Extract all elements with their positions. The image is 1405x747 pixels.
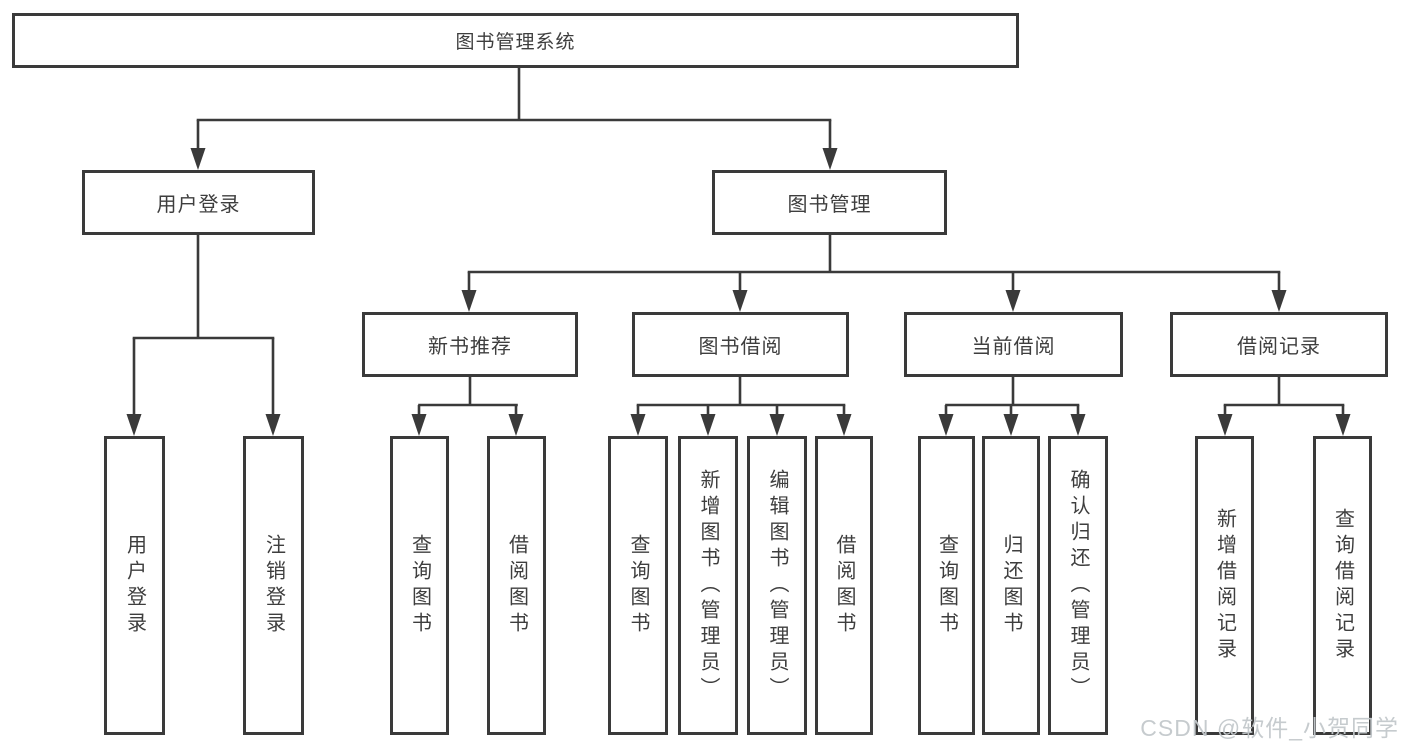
- leaf-logout: 注销登录: [243, 436, 304, 735]
- node-new-book-recommend: 新书推荐: [362, 312, 578, 377]
- node-current-borrowing: 当前借阅: [904, 312, 1123, 377]
- leaf-logout-label: 注销登录: [262, 533, 285, 638]
- node-book-management-label: 图书管理: [787, 194, 872, 216]
- leaf-borrow-query-books-label: 查询图书: [627, 533, 649, 638]
- node-current-borrowing-label: 当前借阅: [971, 336, 1056, 358]
- node-borrow-records-label: 借阅记录: [1237, 336, 1321, 358]
- leaf-add-borrow-record: 新增借阅记录: [1195, 436, 1254, 735]
- connector-root-to-level2: [190, 68, 838, 170]
- leaf-newrec-query-books: 查询图书: [390, 436, 449, 735]
- node-library-system: 图书管理系统: [12, 13, 1019, 68]
- connector-user-login-to-leaves: [126, 235, 281, 436]
- leaf-add-books-admin-label: 新增图书（管理员）: [697, 468, 719, 703]
- leaf-add-borrow-record-label: 新增借阅记录: [1213, 507, 1236, 664]
- leaf-query-borrow-record-label: 查询借阅记录: [1331, 507, 1354, 664]
- leaf-user-login: 用户登录: [104, 436, 165, 735]
- node-book-borrowing: 图书借阅: [632, 312, 849, 377]
- node-borrow-records: 借阅记录: [1170, 312, 1388, 377]
- leaf-edit-books-admin-label: 编辑图书（管理员）: [766, 468, 788, 703]
- connector-book-borrow-to-leaves: [630, 377, 852, 436]
- leaf-query-borrow-record: 查询借阅记录: [1313, 436, 1372, 735]
- leaf-current-query-books: 查询图书: [918, 436, 975, 735]
- leaf-borrow-borrow-books: 借阅图书: [815, 436, 873, 735]
- leaf-borrow-borrow-books-label: 借阅图书: [833, 533, 855, 638]
- leaf-borrow-query-books: 查询图书: [608, 436, 668, 735]
- leaf-return-books: 归还图书: [982, 436, 1040, 735]
- leaf-current-query-books-label: 查询图书: [935, 533, 958, 638]
- connector-borrow-records-to-leaves: [1217, 377, 1351, 436]
- node-user-login-label: 用户登录: [156, 194, 241, 216]
- leaf-add-books-admin: 新增图书（管理员）: [678, 436, 738, 735]
- leaf-confirm-return-admin-label: 确认归还（管理员）: [1067, 468, 1089, 703]
- leaf-return-books-label: 归还图书: [1000, 533, 1022, 638]
- leaf-newrec-borrow-books: 借阅图书: [487, 436, 546, 735]
- watermark-text: CSDN @软件_小贺同学: [1140, 715, 1399, 741]
- connector-book-mgmt-to-level3: [461, 235, 1287, 312]
- connector-current-borrow-to-leaves: [938, 377, 1086, 436]
- node-library-system-label: 图书管理系统: [455, 32, 576, 53]
- leaf-newrec-query-books-label: 查询图书: [408, 533, 431, 638]
- connector-new-book-to-leaves: [411, 377, 524, 436]
- leaf-newrec-borrow-books-label: 借阅图书: [505, 533, 528, 638]
- leaf-confirm-return-admin: 确认归还（管理员）: [1048, 436, 1108, 735]
- leaf-user-login-label: 用户登录: [123, 533, 146, 638]
- node-user-login: 用户登录: [82, 170, 315, 235]
- node-new-book-recommend-label: 新书推荐: [428, 336, 512, 358]
- leaf-edit-books-admin: 编辑图书（管理员）: [747, 436, 807, 735]
- node-book-management: 图书管理: [712, 170, 947, 235]
- node-book-borrowing-label: 图书借阅: [698, 336, 783, 358]
